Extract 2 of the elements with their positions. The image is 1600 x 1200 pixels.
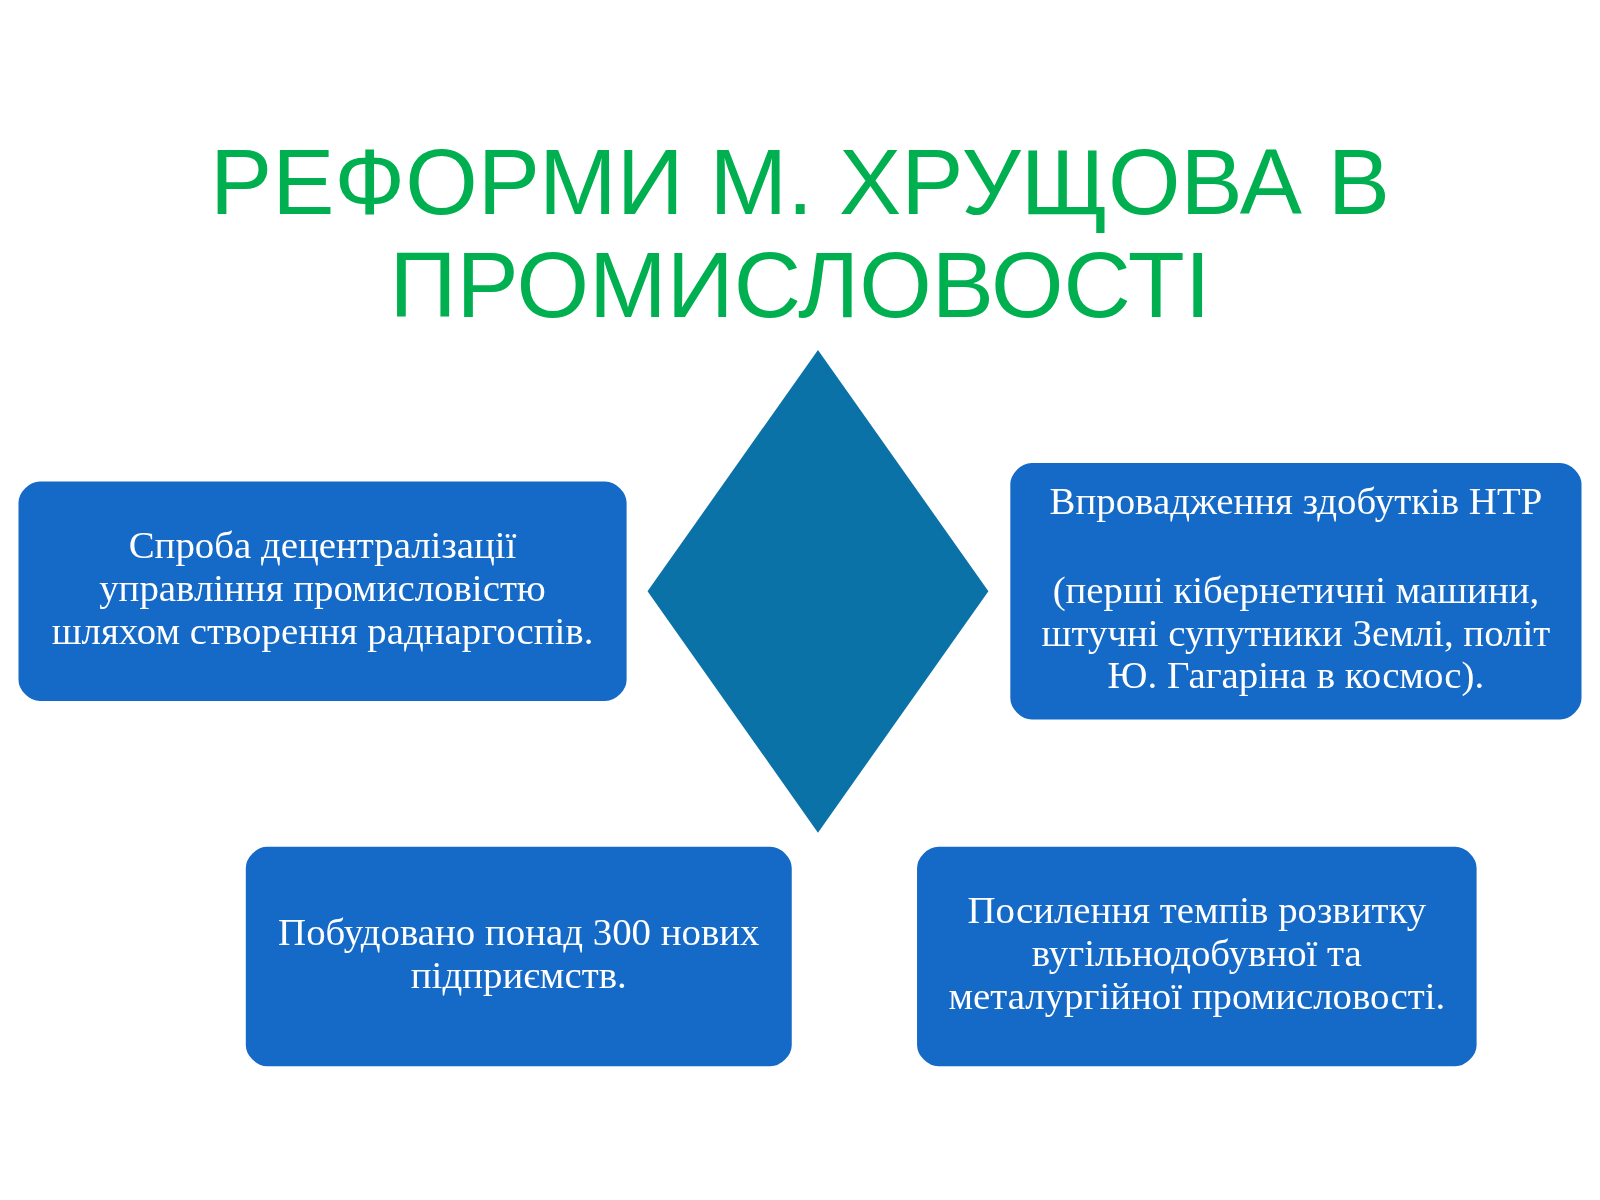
node-diamond: [647, 349, 989, 833]
diagram-title: РЕФОРМИ М. ХРУЩОВА В ПРОМИСЛОВОСТІ: [209, 130, 1391, 338]
